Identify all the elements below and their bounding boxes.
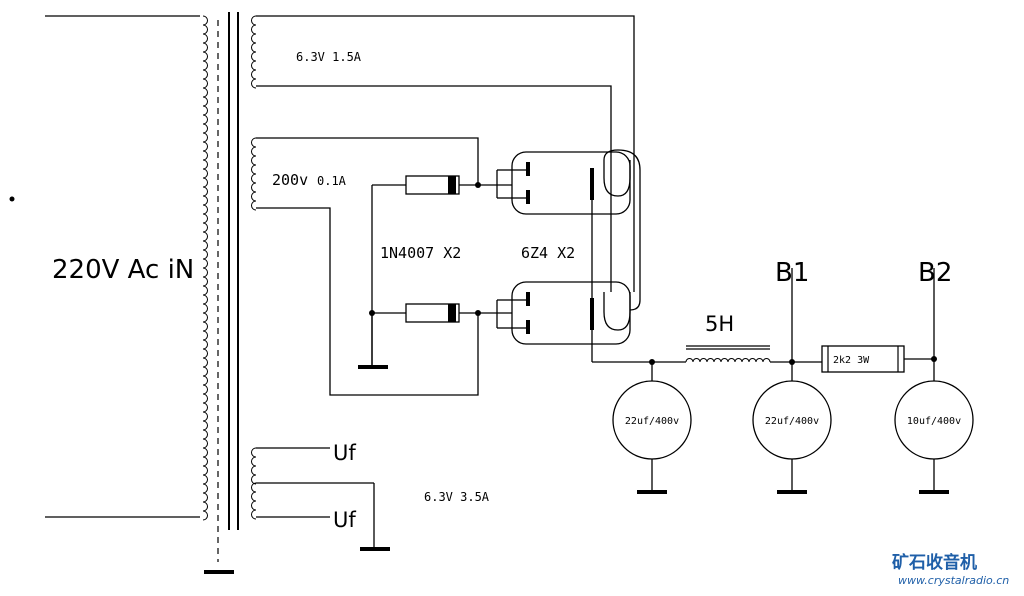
cap1-label: 22uf/400v xyxy=(625,416,679,427)
tube-label: 6Z4 X2 xyxy=(521,244,575,262)
filament-tap-bottom-label: Uf xyxy=(333,508,356,532)
hv-wire-top xyxy=(256,137,479,185)
hv-winding-label: 200v xyxy=(272,171,308,189)
filament-winding-upper xyxy=(251,447,257,485)
junction-diode2 xyxy=(475,310,481,316)
hv-winding xyxy=(251,137,257,211)
hv-wiring xyxy=(256,137,479,396)
primary-label: 220V Ac iN xyxy=(52,255,194,285)
tube2-heater xyxy=(603,292,631,331)
watermark-url: www.crystalradio.cn xyxy=(898,574,1009,587)
b2-label: B2 xyxy=(918,258,952,288)
heater-loop xyxy=(603,149,641,311)
tube1-heater xyxy=(603,160,631,197)
heater-wire-top xyxy=(256,15,635,160)
heater-winding-label: 6.3V 1.5A xyxy=(296,50,362,64)
heater-winding xyxy=(251,15,257,89)
choke-label: 5H xyxy=(705,312,734,336)
primary-winding xyxy=(202,15,208,521)
heater-wiring xyxy=(256,15,635,160)
resistor-label: 2k2 3W xyxy=(833,355,870,366)
stray-dot xyxy=(9,196,15,202)
diode1-band xyxy=(448,176,456,194)
heater-wire-bottom xyxy=(256,85,612,160)
filament-winding-lower xyxy=(251,482,257,520)
tube1-envelope xyxy=(511,151,631,215)
tube2-envelope xyxy=(511,281,631,345)
tube-interconnect xyxy=(591,149,686,363)
choke-coil xyxy=(685,358,771,363)
transformer xyxy=(45,12,257,574)
b1-label: B1 xyxy=(775,258,809,288)
labels: 220V Ac iN 6.3V 1.5A 200v 0.1A 1N4007 X2… xyxy=(52,50,961,532)
cap2-label: 22uf/400v xyxy=(765,416,819,427)
rectifier-tube-2 xyxy=(496,281,631,345)
filament-wiring xyxy=(256,447,390,551)
diode-network xyxy=(358,175,512,369)
hv-winding-current: 0.1A xyxy=(317,174,347,188)
rectifier-tube-1 xyxy=(496,151,631,215)
diode2-band xyxy=(448,304,456,322)
junction-diode1 xyxy=(475,182,481,188)
watermark: 矿石收音机 www.crystalradio.cn xyxy=(892,552,1009,587)
filament-winding-label: 6.3V 3.5A xyxy=(424,490,490,504)
filament-tap-top-label: Uf xyxy=(333,441,356,465)
cap3-label: 10uf/400v xyxy=(907,416,961,427)
watermark-title: 矿石收音机 xyxy=(892,552,977,573)
hv-wire-bottom xyxy=(256,207,479,396)
diode-label: 1N4007 X2 xyxy=(380,244,461,262)
filter-network xyxy=(612,268,974,494)
